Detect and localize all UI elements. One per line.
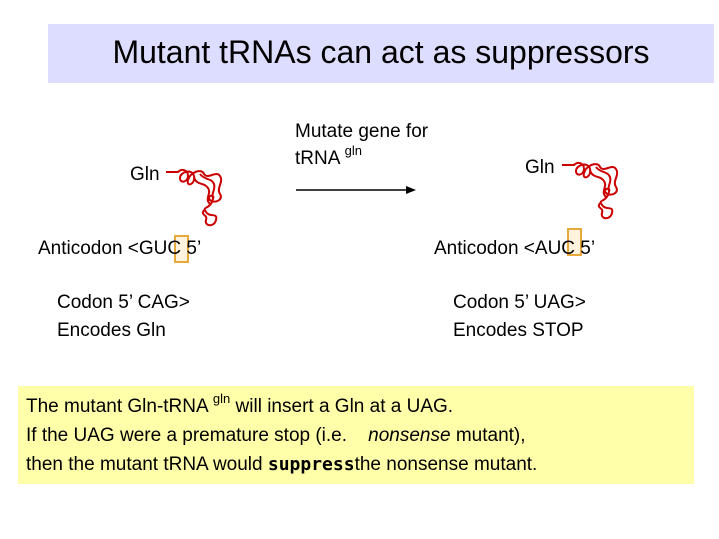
- left-anticodon: Anticodon <GUC 5’: [38, 238, 201, 260]
- left-anticodon-highlight: [174, 235, 189, 263]
- right-anticodon-highlight: [567, 228, 582, 256]
- arrow-label-trna: tRNA: [295, 148, 340, 169]
- right-anticodon-suffix: UC 5’: [547, 238, 596, 259]
- explanation-line-2-end: mutant),: [450, 425, 526, 446]
- explanation-line-3-bold: suppress: [267, 454, 355, 475]
- left-codon: Codon 5’ CAG>: [57, 292, 190, 313]
- left-anticodon-suffix: UC 5’: [153, 238, 202, 259]
- explanation-box: The mutant Gln-tRNA gln will insert a Gl…: [18, 386, 694, 484]
- explanation-line-3: then the mutant tRNA would suppressthe n…: [26, 454, 537, 476]
- right-encodes: Encodes STOP: [453, 320, 584, 341]
- left-trna-icon: [166, 168, 223, 227]
- right-anticodon-prefix: Anticodon <: [434, 238, 535, 259]
- explanation-line-1-start: The mutant Gln-tRNA: [26, 396, 208, 417]
- mutation-arrow: [296, 186, 416, 194]
- arrow-label-line1: Mutate gene for: [295, 121, 429, 142]
- explanation-line-2-start: If the UAG were a premature stop (i.e.: [26, 425, 348, 446]
- explanation-line-2-italic: nonsense: [368, 425, 451, 446]
- explanation-line-1: The mutant Gln-tRNA gln will insert a Gl…: [26, 391, 454, 419]
- explanation-line-1-superscript: gln: [212, 391, 231, 406]
- explanation-line-2: If the UAG were a premature stop (i.e. n…: [26, 425, 526, 447]
- explanation-line-1-end: will insert a Gln at a UAG.: [230, 396, 454, 417]
- right-anticodon-mutated-base: A: [534, 238, 548, 259]
- explanation-line-3-start: then the mutant tRNA would: [26, 454, 268, 475]
- right-amino-acid-label: Gln: [525, 157, 555, 178]
- left-anticodon-mutated-base: G: [138, 238, 154, 259]
- left-anticodon-prefix: Anticodon <: [38, 238, 139, 259]
- right-anticodon: Anticodon <AUC 5’: [434, 238, 595, 260]
- right-codon: Codon 5’ UAG>: [453, 292, 586, 313]
- right-trna-icon: [562, 161, 619, 220]
- explanation-line-3-end: the nonsense mutant.: [354, 454, 538, 475]
- left-amino-acid-label: Gln: [130, 164, 160, 185]
- left-encodes: Encodes Gln: [57, 320, 166, 341]
- arrow-label-line2: tRNA gln: [295, 143, 362, 171]
- arrow-label-superscript: gln: [344, 143, 362, 158]
- title-bar: Mutant tRNAs can act as suppressors: [48, 24, 714, 83]
- slide-title: Mutant tRNAs can act as suppressors: [112, 34, 650, 70]
